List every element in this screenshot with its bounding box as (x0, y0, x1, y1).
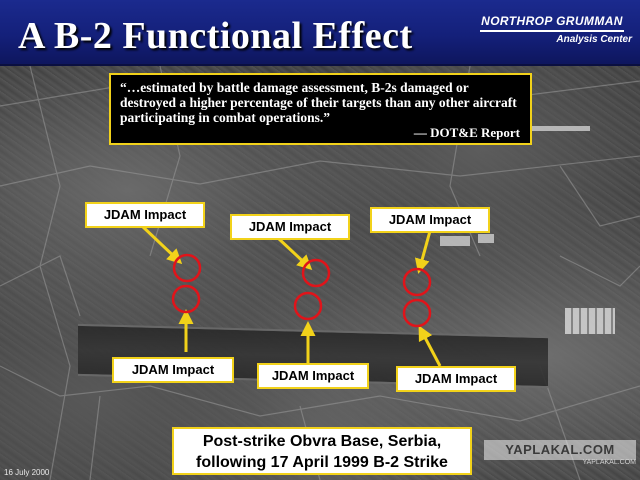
hangar-building (565, 308, 615, 334)
arrow-icon (276, 236, 313, 271)
brand-subtitle: Analysis Center (556, 34, 632, 45)
jdam-impact-label: JDAM Impact (257, 363, 369, 389)
caption-line-1: Post-strike Obvra Base, Serbia, (202, 433, 442, 450)
slide-title: A B-2 Functional Effect (18, 15, 413, 57)
northrop-grumman-logo: NORTHROP GRUMMAN Analysis Center (472, 14, 632, 52)
jdam-impact-label: JDAM Impact (370, 207, 490, 233)
quote-text: “…estimated by battle damage assessment,… (120, 80, 517, 125)
field-boundaries (0, 66, 640, 480)
jdam-impact-label: JDAM Impact (396, 366, 516, 392)
header-band: A B-2 Functional Effect NORTHROP GRUMMAN… (0, 0, 640, 66)
arrow-icon (414, 230, 432, 274)
impact-circle-icon (402, 267, 432, 297)
building (440, 236, 470, 246)
watermark-sub: YAPLAKAL.COM (582, 459, 636, 466)
date-stamp: 16 July 2000 (4, 468, 50, 477)
arrow-icon (140, 224, 183, 265)
impact-circle-icon (402, 298, 432, 328)
jdam-impact-label: JDAM Impact (112, 357, 234, 383)
jdam-impact-label: JDAM Impact (85, 202, 205, 228)
impact-circle-icon (171, 284, 201, 314)
impact-circle-icon (172, 253, 202, 283)
building (478, 234, 494, 243)
brand-name: NORTHROP GRUMMAN (481, 14, 623, 28)
brand-divider (480, 30, 624, 32)
impact-circle-icon (293, 291, 323, 321)
caption-line-2: following 17 April 1999 B-2 Strike (196, 454, 448, 471)
impact-circle-icon (301, 258, 331, 288)
jdam-impact-label: JDAM Impact (230, 214, 350, 240)
quote-box: “…estimated by battle damage assessment,… (109, 73, 532, 145)
image-caption: Post-strike Obvra Base, Serbia, followin… (172, 427, 472, 475)
building (530, 126, 590, 131)
quote-source: — DOT&E Report (413, 125, 520, 140)
watermark: YAPLAKAL.COM (484, 440, 636, 460)
arrow-icon (418, 325, 442, 367)
